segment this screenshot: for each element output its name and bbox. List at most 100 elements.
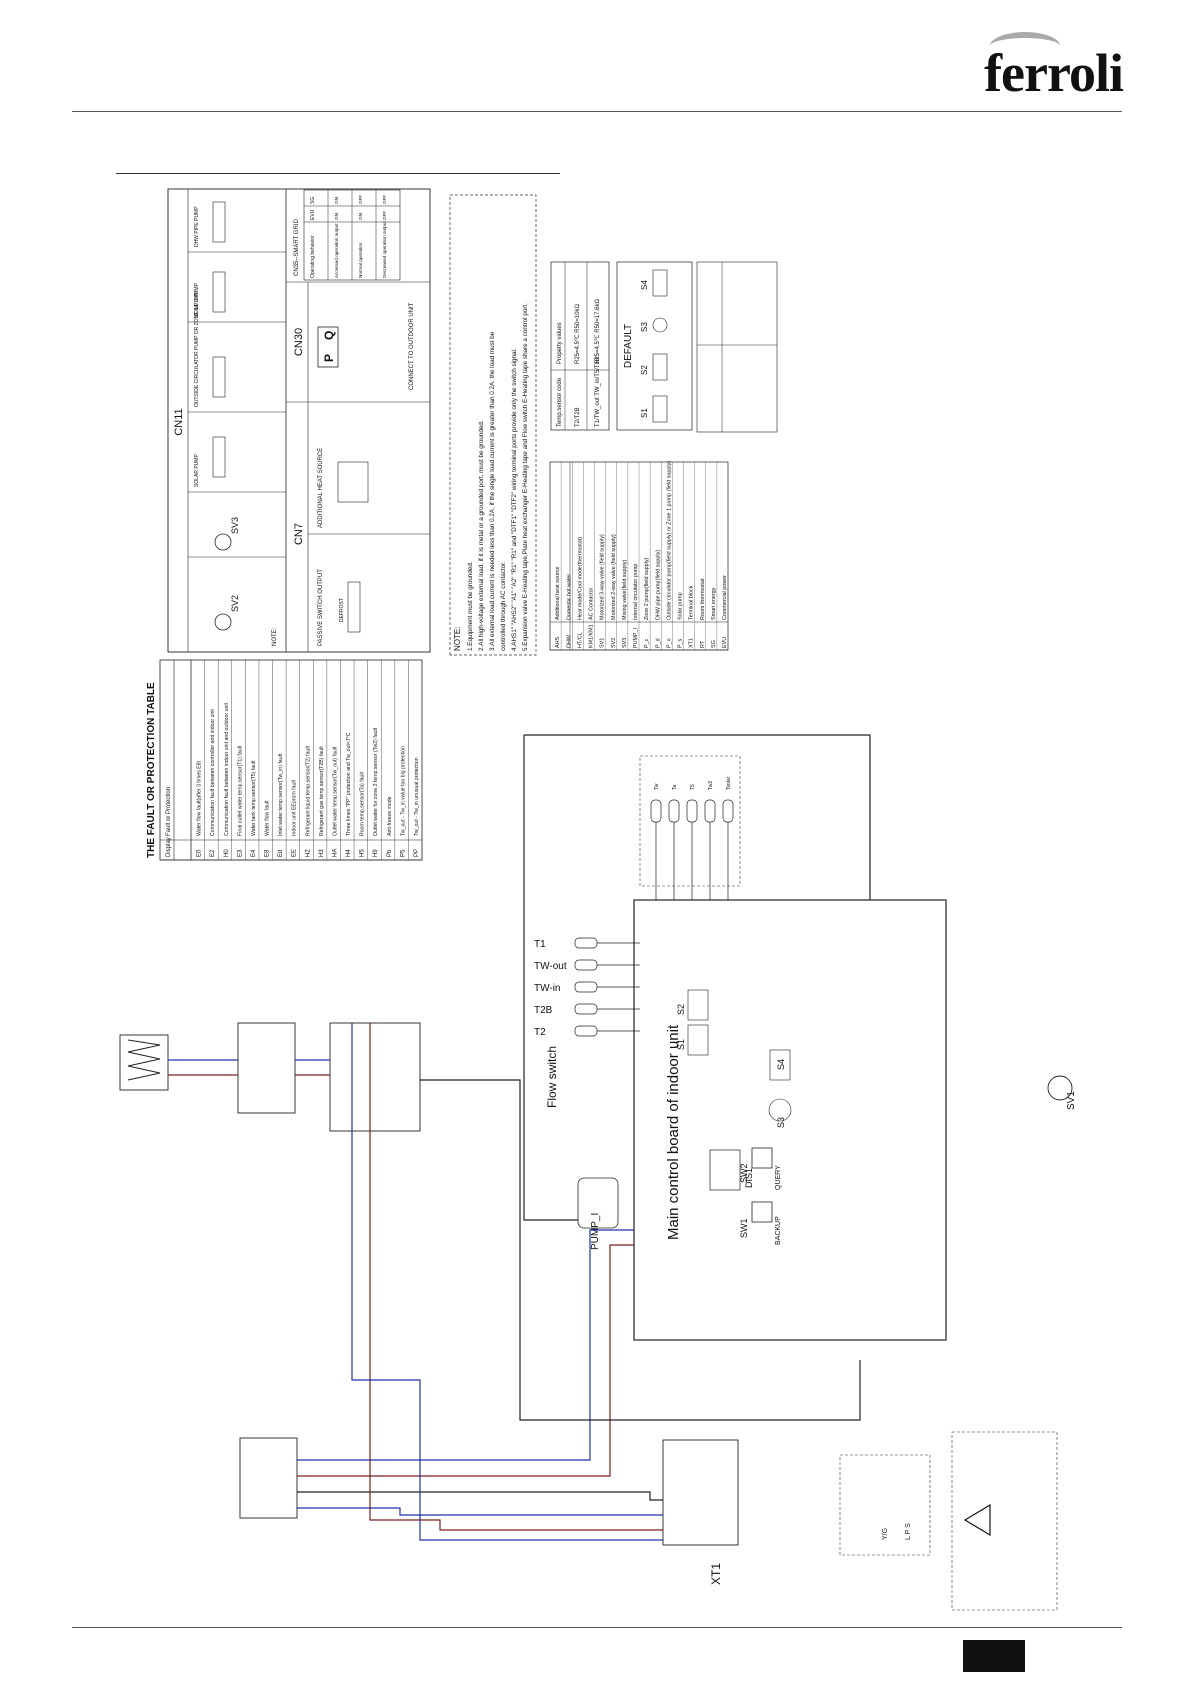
fault-code: H3 — [319, 849, 325, 857]
fault-code: E4 — [251, 849, 257, 857]
cn35-cell: ON — [334, 197, 339, 204]
fault-code: E2 — [210, 849, 216, 857]
s3-label: S3 — [776, 1117, 786, 1128]
note-line: 3.All external load current is needed le… — [489, 331, 496, 651]
header-rule — [72, 111, 1122, 112]
fault-desc: Refrigerant gas temp.sensor(T2B) fault — [319, 746, 325, 836]
cn7-passive-label: PASSIVE SWITCH OUTPUT — [318, 569, 324, 646]
abbrev-desc: Domestic hot water — [566, 574, 572, 620]
top-sensor-probe — [704, 799, 716, 823]
sensor-row2-code: T1/TW_out TW_in/T5/T1B — [595, 357, 601, 427]
sensor-label: T2B — [534, 1005, 553, 1016]
abbrev-desc: Motorized 2-way valve (field supply) — [611, 534, 617, 620]
note-line: 2.All high-voltage external load, if it … — [478, 420, 485, 651]
abbrev-code: PUMP_I — [633, 628, 639, 648]
main-board: Main control board of indoor unit DIS1 S… — [534, 755, 1077, 1611]
abbrev-code: P_o — [666, 638, 672, 648]
fault-desc: Communication fault between controller a… — [210, 709, 216, 836]
s2-label: S2 — [676, 1004, 686, 1015]
cn30-p: P — [322, 354, 336, 362]
cn35-cell: OFF — [382, 195, 387, 204]
fault-table-title: THE FAULT OR PROTECTION TABLE — [146, 682, 157, 858]
fault-desc: Outlet water for zone 2 temp.sensor (Tw2… — [373, 727, 379, 836]
sensor-label: T1 — [534, 939, 546, 950]
abbrev-desc: Room thermostat — [700, 578, 706, 620]
abbrev-code: P_s — [678, 638, 684, 648]
top-sensor-probe — [650, 799, 662, 823]
fault-code: PP — [414, 849, 420, 857]
fault-code: HA — [332, 849, 338, 857]
abbrev-code: DHW — [566, 634, 572, 648]
fault-desc: Communication fault between indoor unit … — [224, 702, 230, 836]
cn11-note: NOTE: — [272, 627, 278, 646]
default-s1: S1 — [640, 408, 649, 418]
fault-code: Ed — [278, 850, 284, 857]
section-rule — [116, 173, 560, 174]
xt1-label: XT1 — [709, 1563, 723, 1585]
warning-icon — [963, 1503, 991, 1537]
sensor-label: TW-out — [534, 961, 567, 972]
note-line: 4.AHS1" "AHS2" "A1" "A2" "R1" "R1" and "… — [511, 348, 518, 651]
note-line: 1.Equipment must be grounded. — [467, 561, 474, 651]
default-s4: S4 — [640, 280, 649, 290]
top-sensor-probe — [686, 799, 698, 823]
backup-label: BACKUP — [775, 1216, 782, 1245]
note-line: 5.Expansion valve E-Heating tape,Plate h… — [522, 303, 529, 651]
upper-panel: THE FAULT OR PROTECTION TABLE DisplayFau… — [146, 659, 423, 861]
top-sensor-label: Tsolar — [726, 776, 732, 790]
fault-code: H5 — [360, 849, 366, 857]
cn7-ahs-label: ADDITIONAL HEAT SOURCE — [318, 448, 324, 528]
cn30-title: CN30 — [293, 328, 305, 356]
cn7-title: CN7 — [293, 523, 305, 545]
wiring — [168, 734, 871, 1541]
notes-title: NOTE: — [453, 627, 462, 651]
pump-solar-label: SOLAR PUMP — [194, 454, 200, 487]
abbrev-code: SV2 — [611, 638, 617, 648]
fault-code: Pb — [387, 849, 393, 857]
s1-label: S1 — [676, 1039, 686, 1050]
fault-code: H4 — [346, 849, 352, 857]
fault-desc: Tw_out - Tw_in value too big protection — [400, 746, 406, 836]
s4-label: S4 — [776, 1059, 786, 1070]
cn35-cell: ON — [334, 213, 339, 220]
cn30-note: CONNECT TO OUTDOOR UNIT — [409, 302, 415, 390]
cn35-title: CN35--SMART GRID — [294, 219, 300, 276]
top-sensor-probe — [722, 799, 734, 823]
fault-desc: Indoor unit EEprom fault — [292, 780, 298, 836]
notes-block: NOTE: 1.Equipment must be grounded. 2.All… — [449, 194, 537, 656]
cn35-cell: Normal operation — [358, 242, 363, 278]
cn-panel: CN11 SV2 SV3 SOLAR PUMP OUTSIDE CIRCULAT… — [167, 188, 431, 653]
page-number-box — [963, 1640, 1025, 1672]
sensor-probe — [574, 937, 598, 949]
sv2-label: SV2 — [230, 595, 240, 612]
abbrev-desc: Zone 2 pump(field supply) — [644, 557, 650, 620]
abbrev-code: KM1/KM1 — [589, 624, 595, 648]
sensor-probe — [574, 1025, 598, 1037]
ferroli-logo: ferroli — [984, 32, 1124, 104]
cn35-header: SG — [310, 197, 316, 204]
cn35-header: Operating behavior — [310, 235, 316, 278]
fault-code: H0 — [224, 849, 230, 857]
fault-hdr-display: Display — [166, 837, 172, 857]
fault-desc: Three times "PP" protection and Tw_out<7… — [346, 732, 352, 836]
dis1-label: DIS1 — [744, 1168, 754, 1188]
top-sensor-label: Tw2 — [708, 781, 714, 790]
fault-code: P5 — [400, 849, 406, 857]
sensor-hdr-code: Temp.sensor code — [557, 377, 563, 427]
abbrev-code: P_d — [655, 638, 661, 648]
default-s2: S2 — [640, 365, 649, 375]
cn11-title: CN11 — [173, 408, 185, 435]
cn7-defrost-label: DEFROST — [339, 598, 345, 622]
abbrev-desc: Smart energy — [711, 587, 717, 620]
lps-label: L P S — [905, 1523, 912, 1540]
abbrev-code: XT1 — [689, 638, 695, 648]
fault-code: E3 — [237, 849, 243, 857]
sensor-hdr-value: Property values — [557, 322, 563, 364]
fault-code: H2 — [305, 849, 311, 857]
abbrev-desc: Solar pump — [678, 592, 684, 620]
abbrev-desc: DHW pipe pump(field supply) — [655, 550, 661, 620]
fault-hdr-fault: Fault or Protection — [166, 787, 172, 836]
abbrev-desc: Terminal block — [689, 585, 695, 620]
